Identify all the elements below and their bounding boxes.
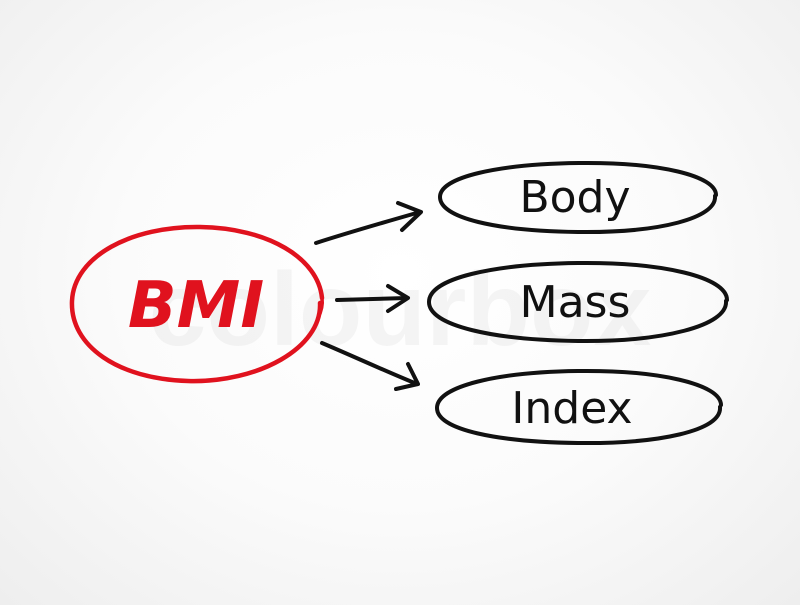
acronym-ellipse xyxy=(69,224,325,384)
expansion-node-body: Body xyxy=(437,160,718,235)
acronym-ellipse-overlap xyxy=(316,296,324,320)
mass-label: Mass xyxy=(520,277,631,328)
index-label: Index xyxy=(511,383,632,434)
index-ellipse xyxy=(434,368,723,446)
mass-ellipse xyxy=(426,260,729,344)
acronym-node: BMI xyxy=(69,224,325,384)
acronym-label: BMI xyxy=(128,269,264,343)
arrow-to-mass xyxy=(335,284,410,313)
body-ellipse xyxy=(437,160,718,235)
expansion-node-index: Index xyxy=(434,368,723,446)
arrow-to-body xyxy=(314,201,423,245)
body-label: Body xyxy=(519,172,630,223)
arrow-to-index xyxy=(320,341,420,391)
expansion-node-mass: Mass xyxy=(426,260,729,344)
